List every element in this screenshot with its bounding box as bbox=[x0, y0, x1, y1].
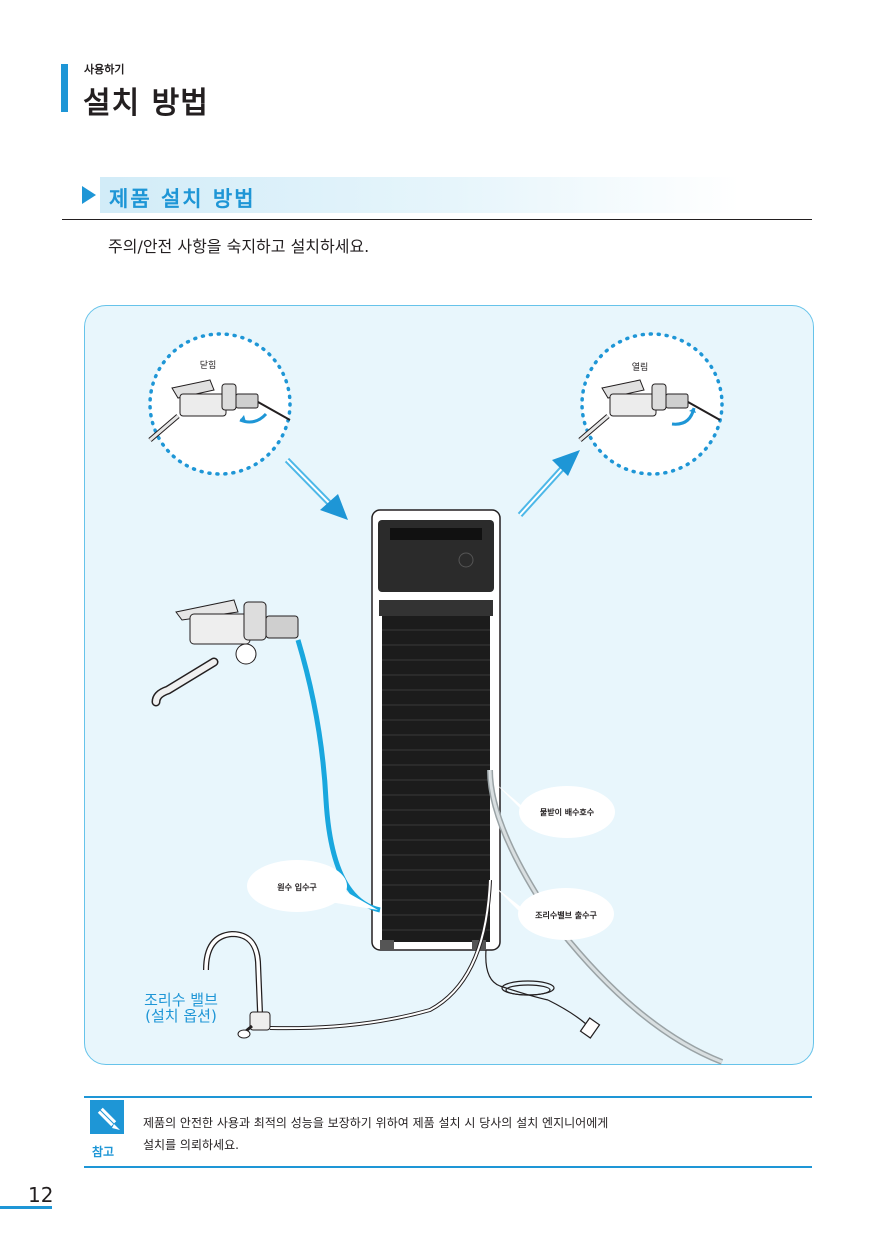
page-title: 설치 방법 bbox=[83, 86, 209, 121]
cooking-valve bbox=[203, 930, 271, 1039]
closed-valve-detail bbox=[148, 332, 292, 476]
inlet-hose bbox=[295, 639, 381, 913]
section-heading-band bbox=[100, 177, 740, 213]
note-line-1: 제품의 안전한 사용과 최적의 성능을 보장하기 위하여 제품 설치 시 당사의… bbox=[143, 1116, 609, 1130]
drain-hose-label: 물받이 배수호수 bbox=[539, 808, 595, 817]
note-bottom-rule bbox=[84, 1166, 812, 1168]
note-text: 제품의 안전한 사용과 최적의 성능을 보장하기 위하여 제품 설치 시 당사의… bbox=[143, 1112, 763, 1156]
section-divider bbox=[62, 219, 812, 220]
raw-water-inlet-label: 원수 입수구 bbox=[277, 883, 317, 892]
arrow-to-unit-icon bbox=[284, 457, 348, 520]
callout-raw-water-inlet bbox=[247, 860, 378, 912]
faucet bbox=[151, 599, 299, 707]
section-title: 제품 설치 방법 bbox=[109, 187, 256, 211]
closed-label: 닫힘 bbox=[199, 361, 217, 371]
cooking-valve-label: 조리수 밸브 (설치 옵션) bbox=[131, 992, 231, 1024]
page-number: 12 bbox=[28, 1183, 54, 1207]
triangle-right-icon bbox=[82, 186, 96, 204]
pencil-note-icon bbox=[90, 1100, 124, 1134]
page-number-rule bbox=[0, 1206, 52, 1209]
callout-drain-hose bbox=[494, 782, 615, 838]
note-line-2: 설치를 의뢰하세요. bbox=[143, 1138, 239, 1152]
power-cord bbox=[485, 949, 601, 1039]
open-valve-detail bbox=[578, 332, 724, 476]
valve-outlet-label: 조리수밸브 출수구 bbox=[535, 911, 597, 920]
open-label: 열림 bbox=[631, 363, 649, 373]
heading-accent-bar bbox=[61, 64, 68, 112]
chapter-category: 사용하기 bbox=[84, 63, 125, 76]
intro-text: 주의/안전 사항을 숙지하고 설치하세요. bbox=[108, 237, 370, 256]
cooking-valve-label-line1: 조리수 밸브 bbox=[144, 991, 218, 1009]
cooking-valve-label-line2: (설치 옵션) bbox=[145, 1007, 217, 1025]
arrow-from-unit-icon bbox=[517, 450, 580, 518]
callout-valve-outlet bbox=[494, 886, 614, 940]
note-label: 참고 bbox=[92, 1145, 115, 1159]
water-purifier-unit bbox=[371, 509, 501, 951]
note-top-rule bbox=[84, 1096, 812, 1098]
